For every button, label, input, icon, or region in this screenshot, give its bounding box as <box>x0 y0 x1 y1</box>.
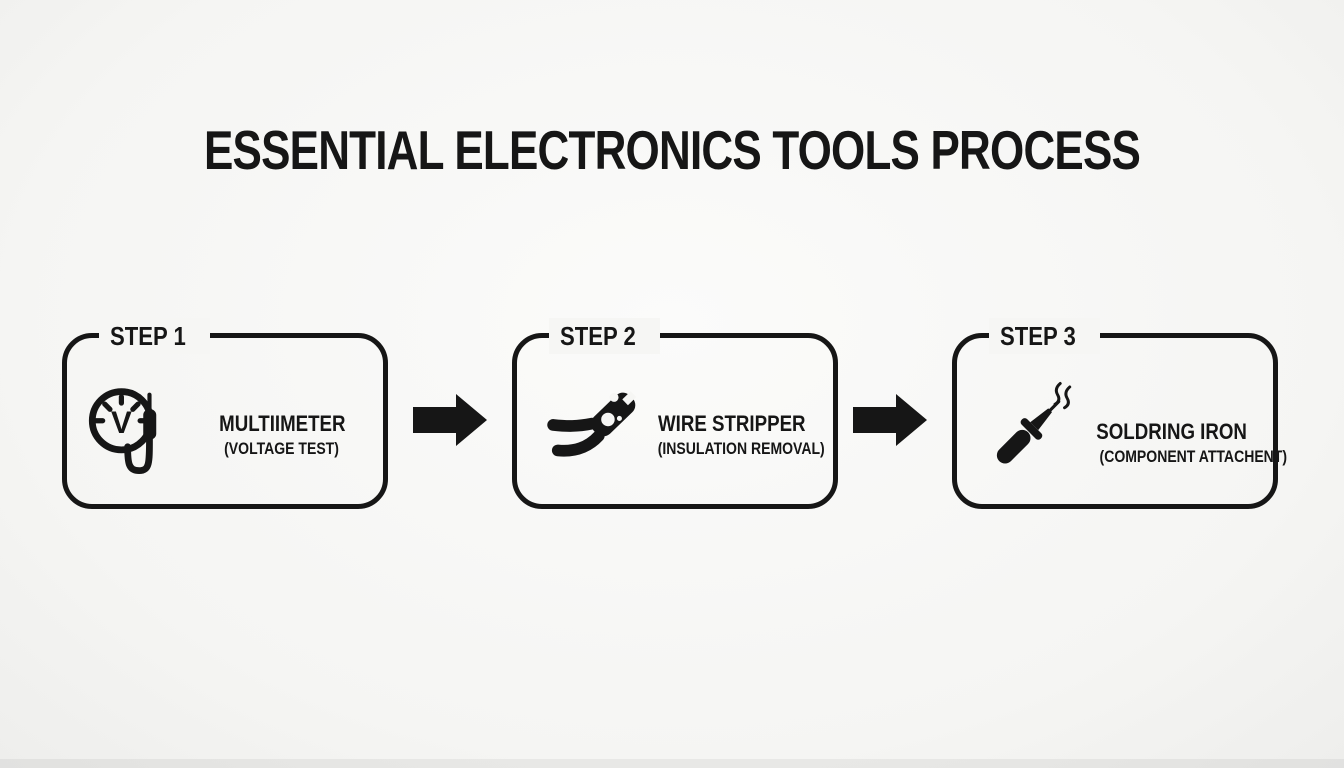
soldering-iron-icon <box>977 380 1081 484</box>
tool-subtitle-3: (COMPONENT ATTACHENT) <box>1099 448 1288 466</box>
step-label-3-text: STEP 3 <box>1000 321 1076 351</box>
page-title: ESSENTIAL ELECTRONICS TOOLS PROCESS <box>203 119 1141 181</box>
step-label-3: STEP 3 <box>989 318 1101 354</box>
tool-name-1: MULTIIMETER <box>218 411 346 436</box>
wire-stripper-icon <box>541 378 649 486</box>
bottom-edge-shade <box>0 759 1344 768</box>
step-text-1: MULTIIMETER (VOLTAGE TEST) <box>193 410 371 460</box>
step-label-1-text: STEP 1 <box>110 321 186 351</box>
tool-subtitle-1: (VOLTAGE TEST) <box>224 440 340 458</box>
step-label-1: STEP 1 <box>99 318 211 354</box>
step-label-2-text: STEP 2 <box>560 321 636 351</box>
svg-text:V: V <box>111 405 132 440</box>
tool-name-3: SOLDRING IRON <box>1096 419 1248 444</box>
page-title-wrap: ESSENTIAL ELECTRONICS TOOLS PROCESS <box>0 118 1344 182</box>
step-box-2: STEP 2 WIRE STRIPPER (INSULATION <box>512 318 838 509</box>
multimeter-icon: V <box>85 376 189 480</box>
right-arrow-icon <box>413 394 487 446</box>
tool-name-2: WIRE STRIPPER <box>658 411 806 436</box>
right-arrow-icon <box>853 394 927 446</box>
step-text-3: SOLDRING IRON (COMPONENT ATTACHENT) <box>1083 418 1287 468</box>
tool-subtitle-2: (INSULATION REMOVAL) <box>657 440 825 458</box>
step-text-2: WIRE STRIPPER (INSULATION REMOVAL) <box>643 410 825 460</box>
step-box-1: STEP 1 V MULTIIMETER (VOLTAGE TEST) <box>62 318 388 509</box>
step-box-3: STEP 3 SOLDRING IRON (COMPONENT ATTACHEN… <box>952 318 1287 509</box>
step-label-2: STEP 2 <box>549 318 661 354</box>
